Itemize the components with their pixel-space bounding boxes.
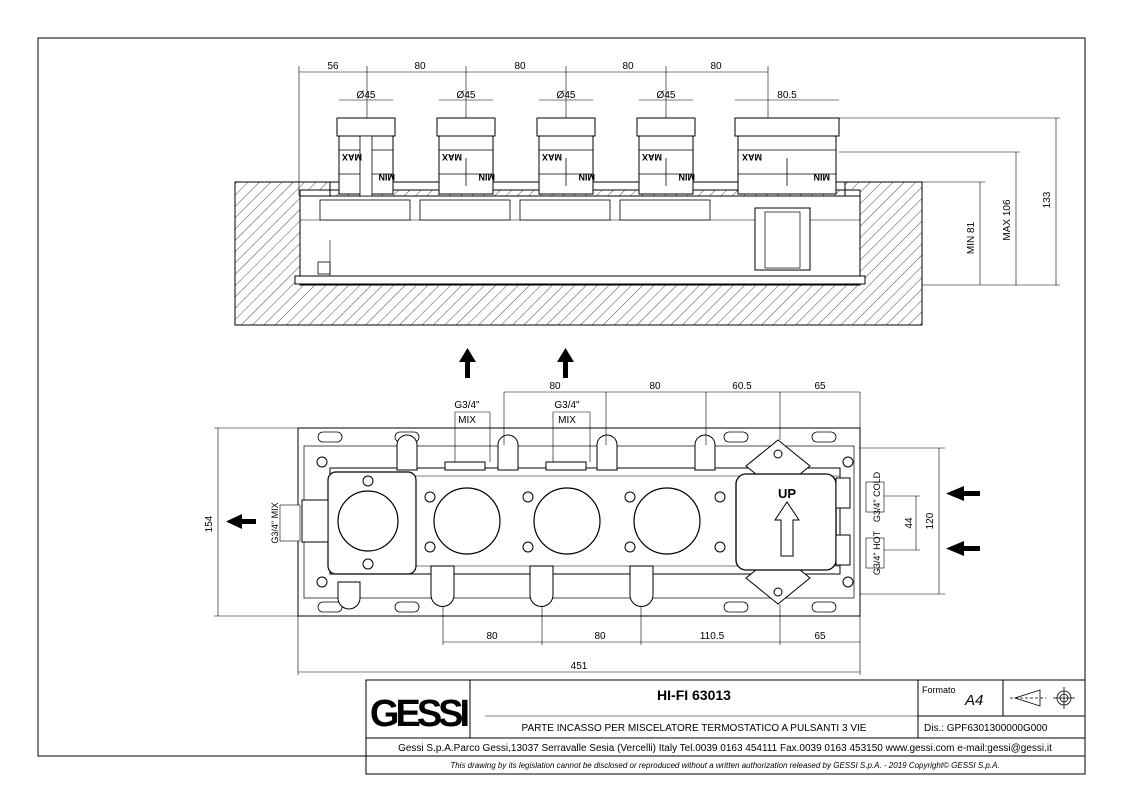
drawing-number: Dis.: GPF6301300000G000 (924, 723, 1048, 734)
dim-80: 80 (549, 381, 561, 392)
dim-80: 80 (594, 631, 606, 642)
knob-2: MAX MIN (436, 117, 496, 195)
dim-56: 56 (327, 61, 339, 72)
arrow-up-icon (557, 348, 574, 378)
dim-80: 80 (414, 61, 426, 72)
diameter-label: Ø45 (357, 90, 376, 101)
dim-154: 154 (204, 515, 215, 532)
min-label: MIN (579, 172, 596, 182)
product-description: PARTE INCASSO PER MISCELATORE TERMOSTATI… (522, 723, 867, 734)
max-label: MAX (542, 152, 562, 162)
min-label: MIN (479, 172, 496, 182)
arrow-up-icon (774, 501, 800, 557)
mounting-plate (294, 275, 866, 285)
arrow-left-icon (946, 486, 980, 501)
dim-80: 80 (649, 381, 661, 392)
min-label: MIN (679, 172, 696, 182)
gessi-logo: GESSI (370, 693, 469, 735)
cartridge-2 (533, 487, 601, 555)
knob-1: MAX MIN (336, 117, 396, 197)
dim-110-5: 110.5 (700, 631, 725, 642)
dim-133: 133 (1042, 191, 1053, 208)
dim-44: 44 (904, 517, 915, 529)
dim-120: 120 (925, 512, 936, 529)
up-label: UP (778, 486, 796, 501)
max-depth-label: MAX 106 (1002, 199, 1013, 241)
mix2-thread: G3/4" (554, 400, 580, 411)
cartridge-1 (433, 487, 501, 555)
dim-80: 80 (710, 61, 722, 72)
projection-symbol-icon (1010, 687, 1075, 709)
mix1-label: MIX (458, 415, 476, 426)
diameter-label: Ø45 (557, 90, 576, 101)
bottom-view: UP 80 80 60.5 65 G3/4" MIX G3/4" MIX (204, 381, 945, 675)
hot-inlet-label: G3/4" HOT (872, 530, 882, 575)
formato-label: Formato (922, 685, 956, 695)
dim-65: 65 (814, 381, 826, 392)
min-depth-label: MIN 81 (966, 221, 977, 254)
min-label: MIN (814, 172, 831, 182)
top-view: MAX MIN MAX MIN MAX MIN MAX (234, 61, 1060, 326)
knob-4: MAX MIN (636, 117, 696, 195)
cartridge-3 (633, 487, 701, 555)
mix2-label: MIX (558, 415, 576, 426)
copyright-notice: This drawing by its legislation cannot b… (450, 761, 999, 770)
arrow-up-icon (459, 348, 476, 378)
left-mix-label: G3/4" MIX (270, 502, 280, 543)
dim-80: 80 (486, 631, 498, 642)
mix1-thread: G3/4" (454, 400, 480, 411)
max-label: MAX (742, 152, 762, 162)
max-label: MAX (642, 152, 662, 162)
dim-60-5: 60.5 (732, 381, 752, 392)
min-label: MIN (379, 172, 396, 182)
thermostatic-knob: MAX MIN (734, 117, 840, 195)
diameter-label: Ø45 (457, 90, 476, 101)
product-title: HI-FI 63013 (657, 687, 731, 703)
cold-inlet-label: G3/4" COLD (872, 471, 882, 522)
dim-451: 451 (571, 661, 588, 672)
arrow-left-icon (946, 541, 980, 556)
title-block: GESSI HI-FI 63013 PARTE INCASSO PER MISC… (365, 679, 1086, 775)
dim-80: 80 (622, 61, 634, 72)
company-address: Gessi S.p.A.Parco Gessi,13037 Serravalle… (398, 743, 1052, 754)
knob-3: MAX MIN (536, 117, 596, 195)
formato-value: A4 (964, 692, 983, 709)
arrow-left-icon (226, 514, 256, 529)
diameter-label: Ø45 (657, 90, 676, 101)
dim-65: 65 (814, 631, 826, 642)
dim-80-5: 80.5 (777, 90, 797, 101)
max-label: MAX (442, 152, 462, 162)
max-label: MAX (342, 152, 362, 162)
dim-80: 80 (514, 61, 526, 72)
